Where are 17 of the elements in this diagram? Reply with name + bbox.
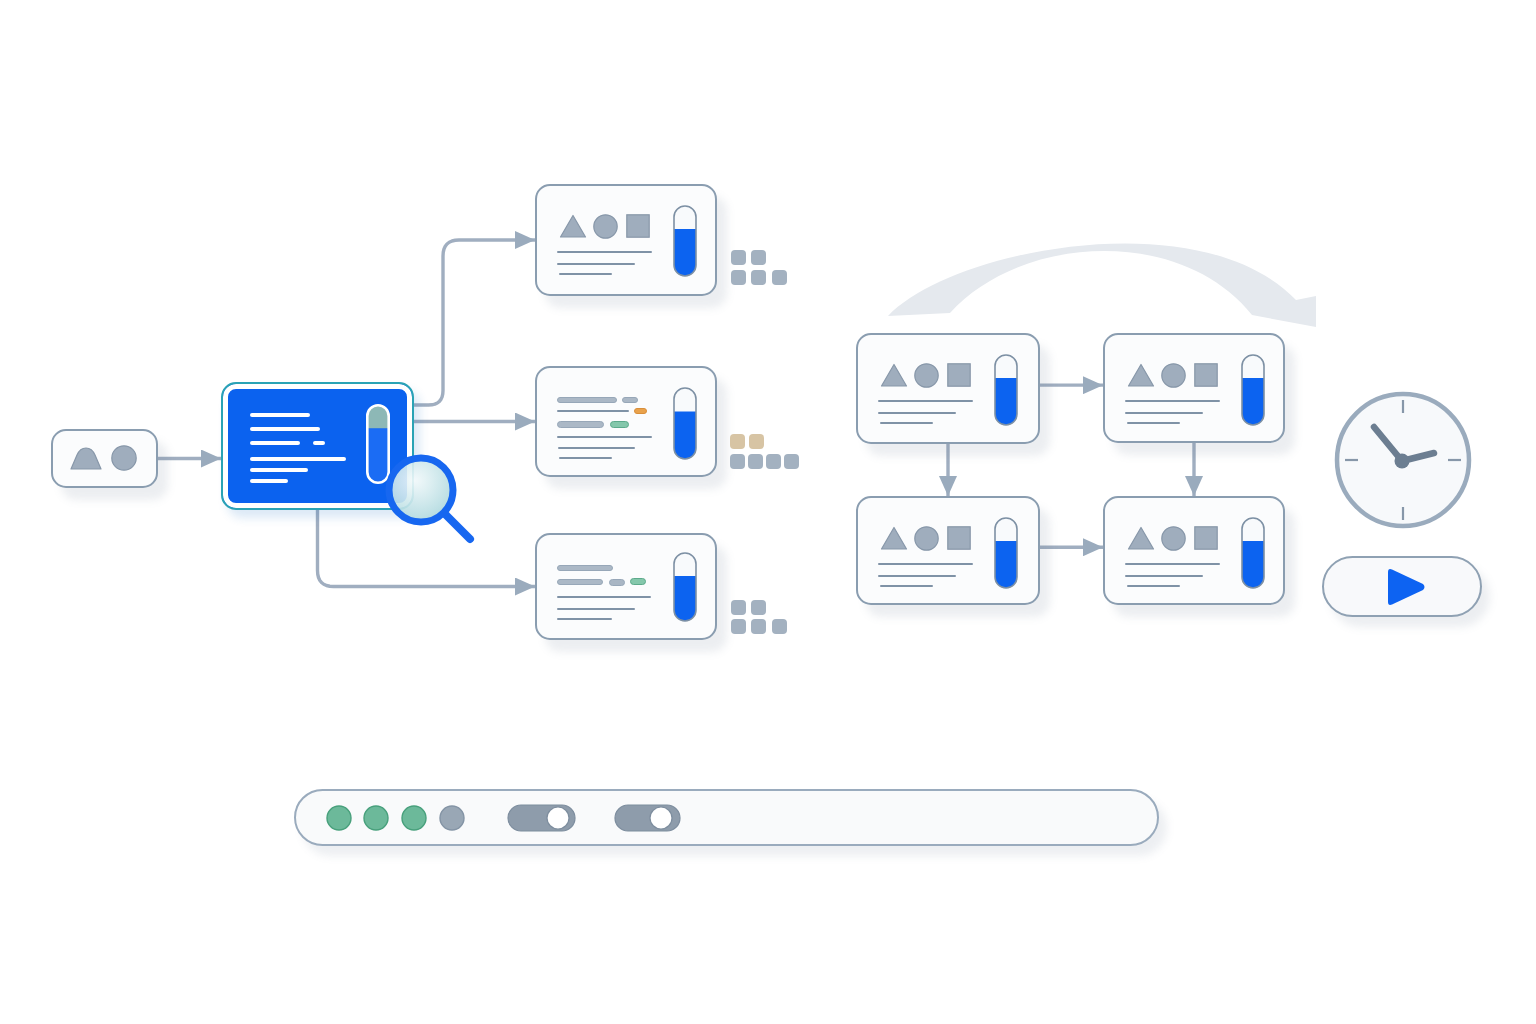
arrow [939,444,957,496]
arrow [315,510,535,596]
card [535,533,717,640]
highlighted-card [221,382,414,510]
start-card [51,429,158,488]
arrow [1185,443,1203,496]
card [535,184,717,296]
arrow [414,412,535,431]
card [1103,333,1285,443]
arrow [1040,538,1103,557]
card [1103,496,1285,605]
card [535,366,717,477]
card [856,333,1040,444]
card [856,496,1040,605]
arrow [158,449,221,468]
arrow [1040,376,1103,395]
arrow [414,231,535,407]
